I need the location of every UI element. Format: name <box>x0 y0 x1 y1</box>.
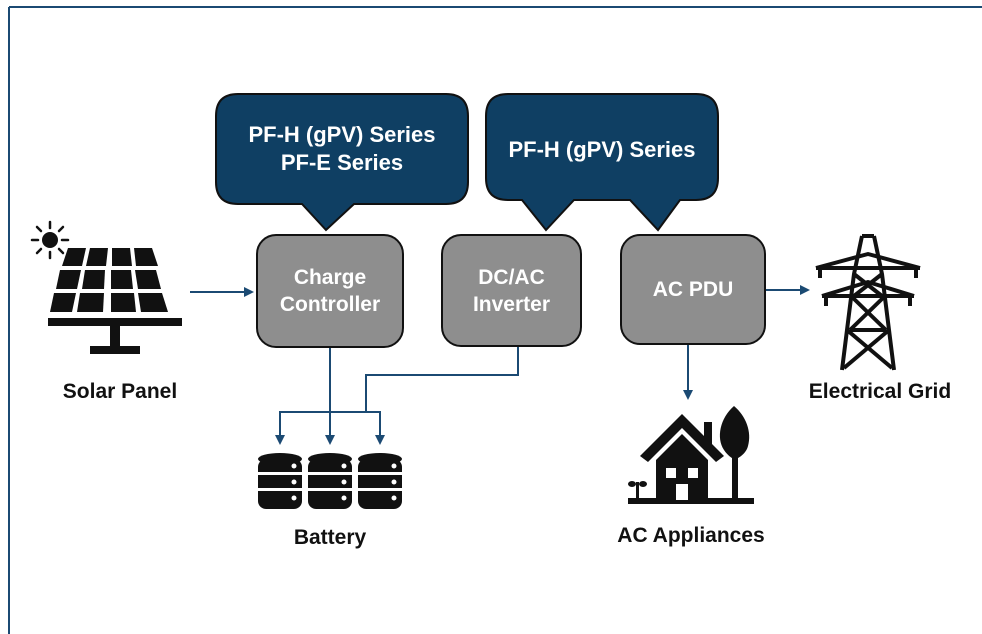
callout-left: PF-H (gPV) Series PF-E Series <box>216 114 468 184</box>
callout-right-line1: PF-H (gPV) Series <box>508 137 696 162</box>
charge-controller-line2: Controller <box>279 293 381 316</box>
pdu-box: AC PDU <box>620 234 766 345</box>
battery-label: Battery <box>293 526 367 549</box>
inverter-line2: Inverter <box>472 292 551 316</box>
sun-icon <box>30 220 70 260</box>
callout-left-line2: PF-E Series <box>280 150 404 175</box>
house-tree-icon <box>628 406 754 504</box>
power-tower-icon <box>815 234 921 371</box>
inverter-line1: DC/AC <box>478 265 545 289</box>
battery-icon <box>258 453 402 509</box>
solar-panel-icon <box>48 248 182 354</box>
appliances-label: AC Appliances <box>617 524 765 547</box>
charge-controller-box: Charge Controller <box>256 234 404 348</box>
pdu-line1: AC PDU <box>652 278 734 301</box>
callout-left-line1: PF-H (gPV) Series <box>248 122 436 147</box>
grid-label: Electrical Grid <box>808 380 952 403</box>
line-inverter-to-battery <box>365 347 519 412</box>
inverter-box: DC/AC Inverter <box>441 234 582 347</box>
callout-right: PF-H (gPV) Series <box>486 128 718 172</box>
solar-panel-label: Solar Panel <box>62 380 178 403</box>
callout-right-shape <box>485 93 719 232</box>
charge-controller-line1: Charge <box>293 266 367 289</box>
